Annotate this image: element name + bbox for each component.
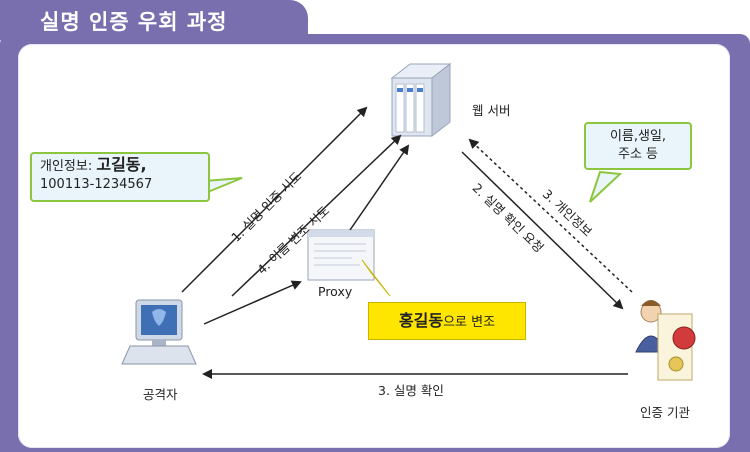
arrow-4-name-tamper bbox=[231, 134, 402, 297]
title-tab: 실명 인증 우회 과정 bbox=[0, 0, 308, 40]
personal-info-prefix: 개인정보: bbox=[40, 159, 97, 174]
tamper-suffix: 으로 변조 bbox=[443, 315, 496, 330]
proxy-icon bbox=[307, 229, 375, 281]
arrow-3-bottom-label: 3. 실명 확인 bbox=[378, 383, 444, 398]
arrow-3-personal-info bbox=[468, 138, 633, 293]
certificate-person-icon bbox=[635, 300, 696, 381]
attacker-label: 공격자 bbox=[143, 387, 178, 402]
server-info-line2: 주소 등 bbox=[617, 147, 658, 162]
personal-info-callout: 개인정보: 고길동, 100113-1234567 bbox=[30, 152, 210, 202]
arrow-2-verify-request bbox=[461, 151, 624, 310]
tamper-pointer bbox=[361, 259, 391, 297]
server-info-pointer bbox=[589, 170, 623, 203]
personal-info-id: 100113-1234567 bbox=[40, 177, 153, 192]
personal-info-name: 고길동, bbox=[96, 155, 147, 174]
server-icon bbox=[390, 62, 452, 138]
computer-icon bbox=[121, 299, 197, 365]
server-info-callout: 이름,생일, 주소 등 bbox=[584, 122, 692, 170]
authority-label: 인증 기관 bbox=[640, 405, 690, 420]
tamper-callout: 홍길동으로 변조 bbox=[368, 302, 526, 340]
arrow-1-auth-attempt bbox=[181, 106, 368, 293]
web-server-label: 웹 서버 bbox=[472, 103, 511, 118]
proxy-label: Proxy bbox=[318, 284, 353, 299]
arrow-proxy-to-server bbox=[349, 144, 410, 231]
page-title: 실명 인증 우회 과정 bbox=[40, 10, 228, 34]
tamper-name: 홍길동 bbox=[398, 311, 444, 330]
server-info-line1: 이름,생일, bbox=[609, 129, 667, 144]
arrow-attacker-to-proxy bbox=[203, 280, 302, 325]
